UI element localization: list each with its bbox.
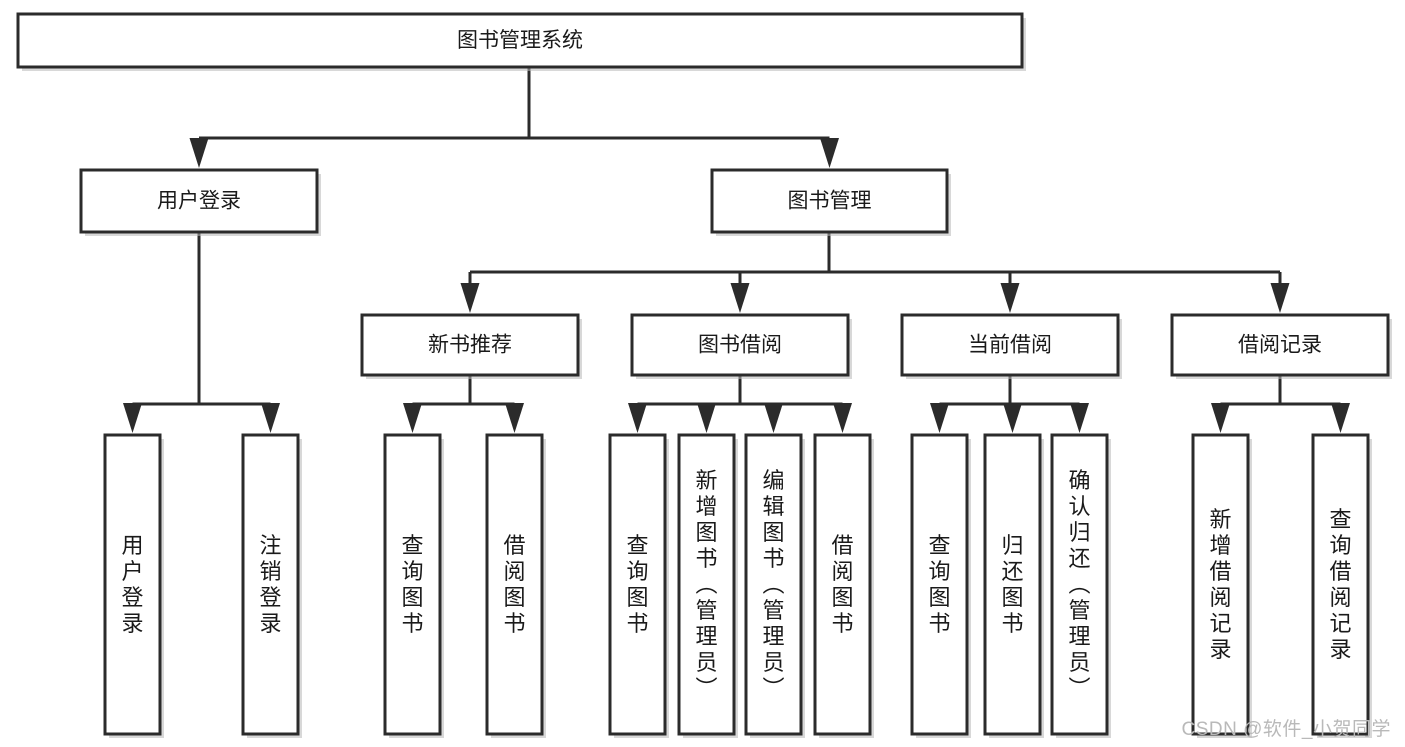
edge-group-user-login [123, 232, 280, 433]
edges-layer [123, 67, 1350, 433]
node-box[interactable] [103, 433, 162, 736]
edge-group-book-borrow [628, 375, 852, 433]
node-label: 归还图书 [1001, 533, 1023, 636]
node-box[interactable] [813, 433, 872, 736]
node-label: 图书借阅 [698, 334, 782, 357]
node-label: 借阅图书 [503, 533, 525, 636]
node-new-book-rec[interactable]: 新书推荐 [360, 313, 582, 379]
node-label: 确认归还︵管理员︶ [1068, 468, 1090, 701]
node-leaf-query-book-borrow[interactable]: 查询图书 [608, 433, 669, 738]
node-user-login[interactable]: 用户登录 [79, 168, 321, 236]
node-label: 查询图书 [928, 533, 950, 636]
node-box[interactable] [744, 433, 803, 736]
node-box[interactable] [1191, 433, 1250, 736]
node-leaf-add-book[interactable]: 新增图书︵管理员︶ [677, 433, 738, 738]
node-label: 图书管理 [788, 190, 872, 213]
edge-group-root [189, 67, 839, 168]
node-leaf-query-record[interactable]: 查询借阅记录 [1311, 433, 1372, 738]
node-label: 新书推荐 [428, 334, 512, 357]
node-box[interactable] [1311, 433, 1370, 736]
node-label: 借阅记录 [1238, 334, 1322, 357]
node-current-borrow[interactable]: 当前借阅 [900, 313, 1122, 379]
node-leaf-add-record[interactable]: 新增借阅记录 [1191, 433, 1252, 738]
node-box[interactable] [983, 433, 1042, 736]
node-label: 借阅图书 [831, 533, 853, 636]
node-box[interactable] [360, 313, 580, 377]
node-box[interactable] [485, 433, 544, 736]
node-leaf-borrow-book-rec[interactable]: 借阅图书 [485, 433, 546, 738]
node-label: 查询借阅记录 [1329, 507, 1351, 662]
node-label: 编辑图书︵管理员︶ [762, 468, 784, 701]
node-leaf-logout[interactable]: 注销登录 [241, 433, 302, 738]
node-leaf-return-book[interactable]: 归还图书 [983, 433, 1044, 738]
node-borrow-record[interactable]: 借阅记录 [1170, 313, 1392, 379]
edge-group-borrow-record [1211, 375, 1350, 433]
node-label: 用户登录 [157, 190, 241, 213]
node-box[interactable] [710, 168, 949, 234]
node-book-borrow[interactable]: 图书借阅 [630, 313, 852, 379]
node-leaf-user-login[interactable]: 用户登录 [103, 433, 164, 738]
node-label: 当前借阅 [968, 334, 1052, 357]
node-box[interactable] [608, 433, 667, 736]
node-box[interactable] [1050, 433, 1109, 736]
edge-group-new-book-rec [403, 375, 524, 433]
edge-group-current-borrow [930, 375, 1089, 433]
node-leaf-edit-book[interactable]: 编辑图书︵管理员︶ [744, 433, 805, 738]
edge-group-book-admin [460, 232, 1290, 313]
node-leaf-borrow-book[interactable]: 借阅图书 [813, 433, 874, 738]
node-book-admin[interactable]: 图书管理 [710, 168, 951, 236]
node-leaf-query-book-rec[interactable]: 查询图书 [383, 433, 444, 738]
node-label: 新增图书︵管理员︶ [695, 468, 717, 701]
node-leaf-confirm-return[interactable]: 确认归还︵管理员︶ [1050, 433, 1111, 738]
node-box[interactable] [677, 433, 736, 736]
nodes-layer: 图书管理系统用户登录图书管理新书推荐图书借阅当前借阅借阅记录用户登录注销登录查询… [16, 12, 1392, 738]
node-box[interactable] [630, 313, 850, 377]
node-box[interactable] [910, 433, 969, 736]
node-label: 查询图书 [401, 533, 423, 636]
node-box[interactable] [1170, 313, 1390, 377]
node-label: 新增借阅记录 [1209, 507, 1231, 662]
node-box[interactable] [241, 433, 300, 736]
node-label: 图书管理系统 [457, 29, 583, 52]
node-label: 查询图书 [626, 533, 648, 636]
csdn-watermark: CSDN @软件_小贺同学 [1181, 719, 1391, 740]
node-leaf-query-book-cur[interactable]: 查询图书 [910, 433, 971, 738]
node-box[interactable] [79, 168, 319, 234]
node-box[interactable] [383, 433, 442, 736]
node-label: 注销登录 [259, 533, 281, 636]
node-label: 用户登录 [121, 533, 143, 636]
node-root[interactable]: 图书管理系统 [16, 12, 1026, 71]
node-box[interactable] [16, 12, 1024, 69]
node-box[interactable] [900, 313, 1120, 377]
